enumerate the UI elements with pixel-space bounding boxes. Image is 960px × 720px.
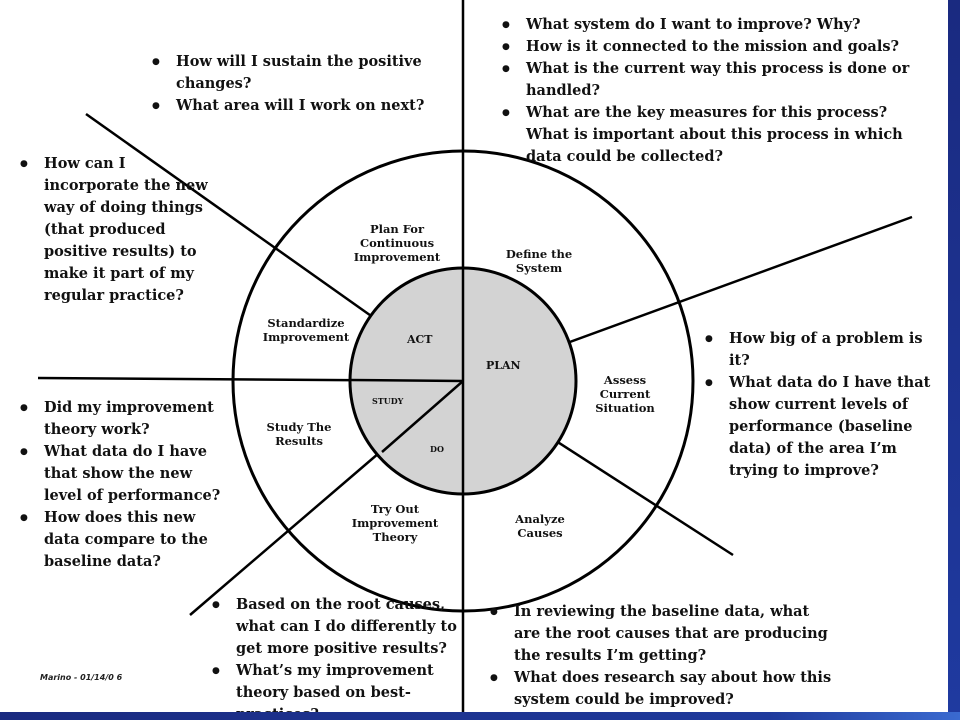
cycle-plan-label: PLAN — [486, 359, 521, 372]
plan-analyze-questions: In reviewing the baseline data, what are… — [488, 601, 833, 711]
plan-bottom-question-1: In reviewing the baseline data, what are… — [488, 601, 833, 667]
step-analyze: Analyze Causes — [515, 512, 565, 540]
step-assess: Assess Current Situation — [595, 373, 655, 415]
step-plan-continuous: Plan For Continuous Improvement — [353, 222, 441, 264]
cycle-do-label: DO — [430, 444, 444, 454]
cycle-act-label: ACT — [407, 333, 433, 346]
author-credit: Marino - 01/14/0 6 — [40, 673, 123, 682]
step-standardize: Standardize Improvement — [262, 316, 350, 344]
step-study-results: Study The Results — [266, 420, 332, 448]
study-questions: Did my improvement theory work? What dat… — [18, 397, 228, 573]
plan-right-question-2: What data do I have that show current le… — [703, 372, 943, 482]
outer-cycle-ring — [231, 149, 695, 613]
plan-top-question-1: What system do I want to improve? Why? — [500, 14, 920, 36]
plan-right-question-1: How big of a problem is it? — [703, 328, 943, 372]
frame-bottom-bar — [0, 712, 960, 720]
plan-top-question-3: What is the current way this process is … — [500, 58, 920, 102]
act-upper-question-1: How will I sustain the positive changes? — [150, 51, 450, 95]
study-question-3: How does this new data compare to the ba… — [18, 507, 228, 573]
do-questions: Based on the root causes, what can I do … — [210, 594, 460, 712]
do-question-2: What’s my improvement theory based on be… — [210, 660, 460, 712]
plan-top-question-2: How is it connected to the mission and g… — [500, 36, 920, 58]
study-question-1: Did my improvement theory work? — [18, 397, 228, 441]
plan-define-questions: What system do I want to improve? Why? H… — [500, 14, 920, 168]
inner-diagonal-divider — [381, 380, 464, 453]
act-upper-question-2: What area will I work on next? — [150, 95, 450, 117]
slide: How will I sustain the positive changes?… — [0, 0, 948, 712]
frame-right-bar — [948, 0, 960, 720]
plan-top-question-4: What are the key measures for this proce… — [500, 102, 920, 168]
act-standardize-questions: How can I incorporate the new way of doi… — [18, 153, 208, 307]
step-try-out: Try Out Improvement Theory — [351, 502, 439, 544]
act-sustain-questions: How will I sustain the positive changes?… — [150, 51, 450, 117]
do-question-1: Based on the root causes, what can I do … — [210, 594, 460, 660]
study-question-2: What data do I have that show the new le… — [18, 441, 228, 507]
plan-assess-questions: How big of a problem is it? What data do… — [703, 328, 943, 482]
step-define-system: Define the System — [505, 247, 573, 275]
act-left-question-1: How can I incorporate the new way of doi… — [18, 153, 208, 307]
pdsa-diagram — [37, 0, 913, 712]
inner-horizontal-divider — [349, 378, 464, 383]
plan-bottom-question-2: What does research say about how this sy… — [488, 667, 833, 711]
cycle-study-label: STUDY — [372, 396, 404, 406]
